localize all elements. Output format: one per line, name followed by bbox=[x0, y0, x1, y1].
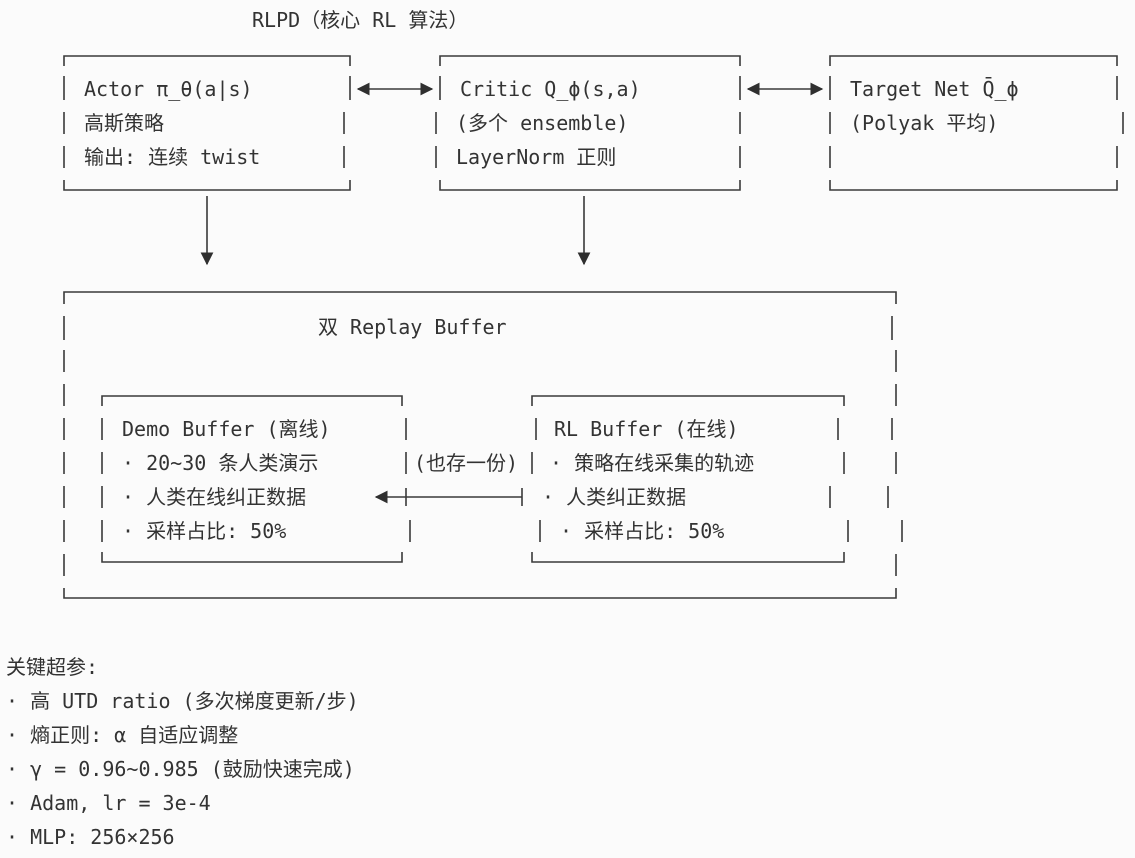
hyperparams-heading: 关键超参: bbox=[6, 655, 99, 679]
demo-item: · 采样占比: 50% bbox=[122, 519, 287, 543]
target-title: Target Net Q̄_ϕ bbox=[850, 77, 1019, 101]
critic-title: Critic Q_ϕ(s,a) bbox=[460, 77, 641, 101]
replay-box-outline bbox=[63, 291, 903, 599]
actor-output: 输出: 连续 twist bbox=[84, 145, 261, 169]
target-polyak: (Polyak 平均) bbox=[850, 111, 999, 135]
hyperparam-item: · Adam, lr = 3e-4 bbox=[6, 791, 211, 815]
demo-buffer-title: Demo Buffer (离线) bbox=[122, 417, 331, 441]
actor-box-outline bbox=[63, 55, 351, 191]
actor-subtitle: 高斯策略 bbox=[84, 111, 164, 135]
critic-ensemble: (多个 ensemble) bbox=[456, 111, 629, 135]
demo-item: · 20~30 条人类演示 bbox=[122, 451, 319, 475]
hyperparam-item: · 高 UTD ratio (多次梯度更新/步) bbox=[6, 689, 359, 713]
hyperparam-item: · γ = 0.96~0.985 (鼓励快速完成) bbox=[6, 757, 355, 781]
hyperparam-item: · MLP: 256×256 bbox=[6, 825, 175, 849]
rl-box-outline bbox=[531, 395, 849, 563]
demo-box-outline bbox=[101, 395, 411, 563]
target-box-outline bbox=[829, 55, 1124, 191]
buffer-link-label: (也存一份) bbox=[414, 451, 519, 475]
rl-item: · 采样占比: 50% bbox=[560, 519, 725, 543]
actor-title: Actor π_θ(a|s) bbox=[84, 77, 253, 101]
diagram-title: RLPD（核心 RL 算法） bbox=[252, 8, 469, 32]
rl-item: · 策略在线采集的轨迹 bbox=[550, 451, 755, 475]
rl-buffer-title: RL Buffer (在线) bbox=[554, 417, 739, 441]
demo-item: · 人类在线纠正数据 bbox=[122, 485, 307, 509]
critic-layernorm: LayerNorm 正则 bbox=[456, 145, 617, 169]
critic-box-outline bbox=[435, 55, 741, 191]
hyperparam-item: · 熵正则: α 自适应调整 bbox=[6, 723, 239, 747]
rl-item: · 人类纠正数据 bbox=[542, 485, 687, 509]
replay-title: 双 Replay Buffer bbox=[318, 315, 507, 339]
